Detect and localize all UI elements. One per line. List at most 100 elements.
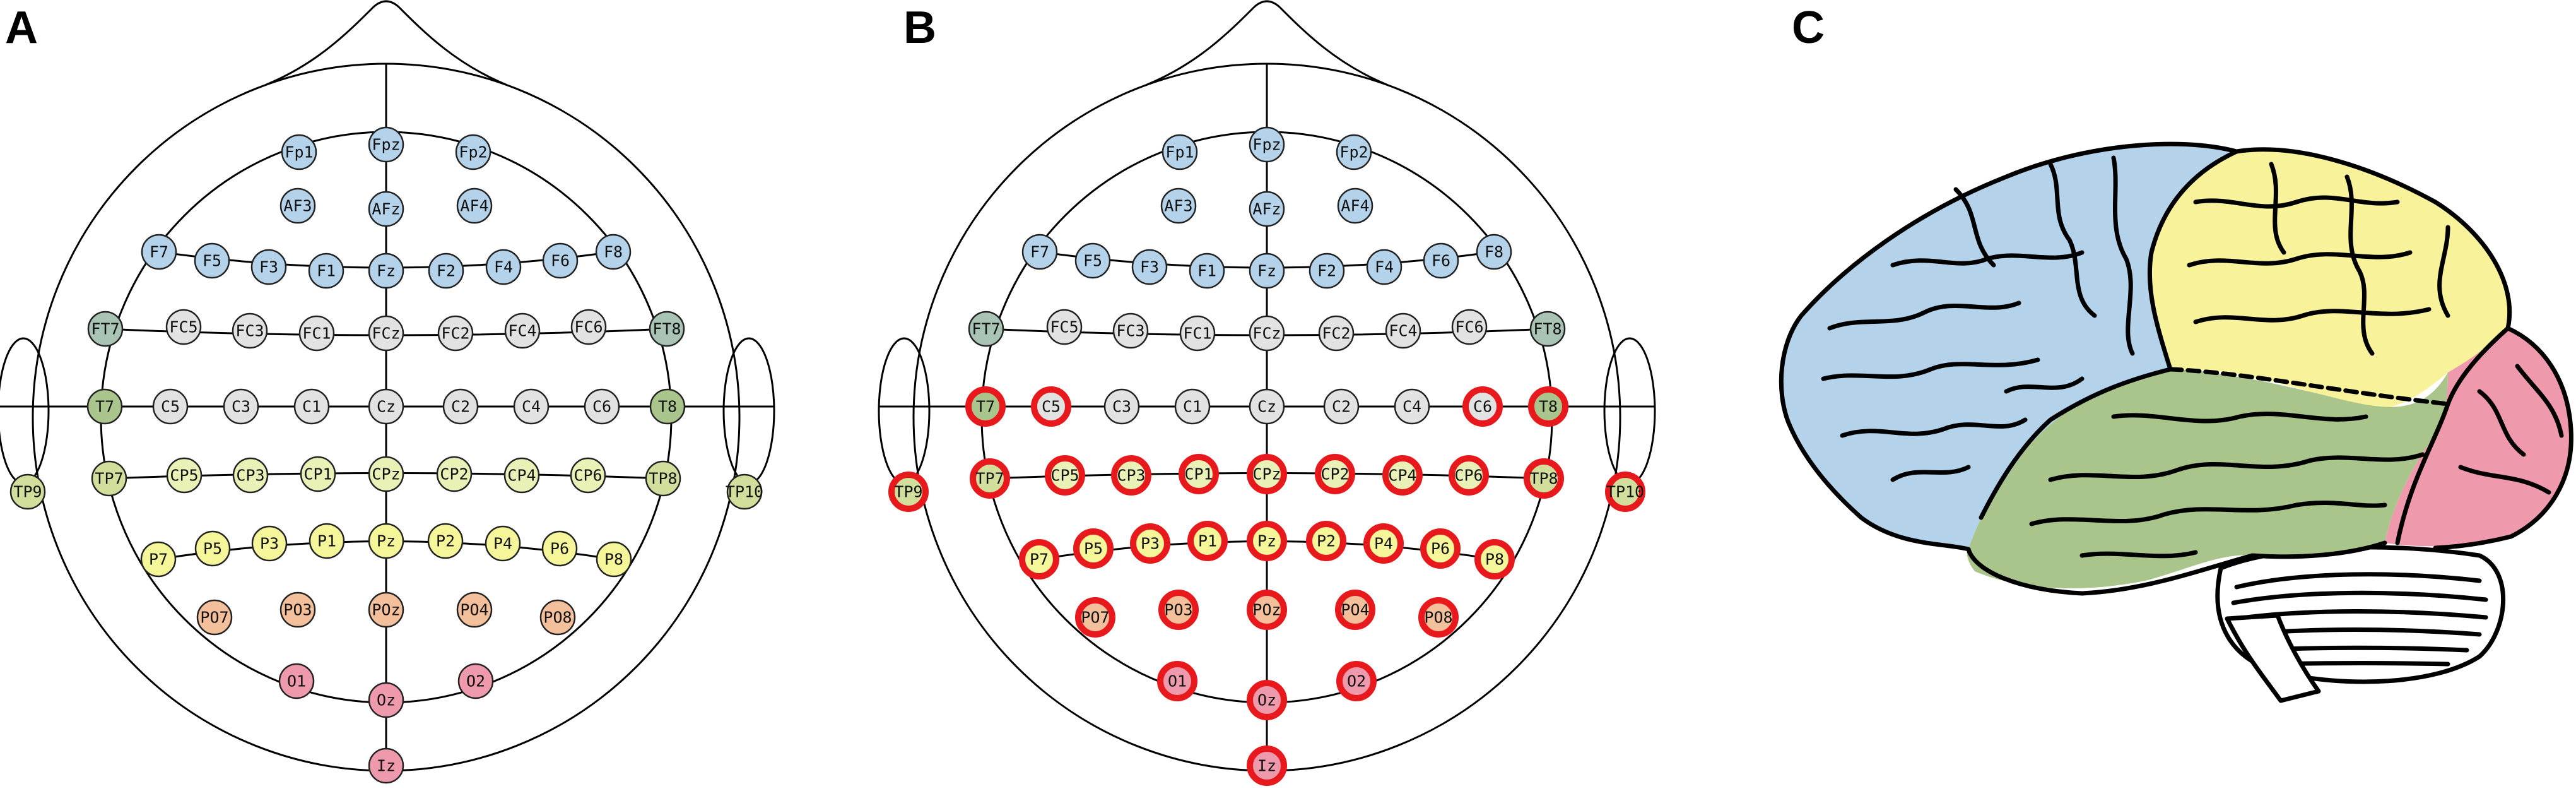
- electrode-marker: [309, 523, 345, 559]
- electrode-label: TP8: [649, 470, 677, 488]
- electrode-label: O2: [466, 672, 485, 691]
- electrode-marker: [649, 311, 685, 347]
- electrode-marker: [968, 311, 1004, 347]
- electrode-label: FC6: [574, 318, 603, 336]
- electrode-marker: [1075, 597, 1115, 638]
- electrode-marker: [232, 312, 268, 349]
- electrode-marker: [368, 591, 404, 628]
- electrode-label: F4: [494, 258, 513, 276]
- electrode-label: AF3: [1164, 197, 1192, 215]
- electrode-marker: [1418, 597, 1459, 638]
- electrode-marker: [504, 312, 541, 349]
- electrode-label: CP1: [303, 465, 332, 484]
- electrode-marker: [368, 315, 404, 352]
- electrode-label: C6: [1473, 398, 1492, 416]
- electrode-cp2: CP2: [436, 456, 473, 492]
- electrode-marker: [368, 191, 404, 227]
- electrode-fc4: FC4: [504, 312, 541, 349]
- electrode-marker: [1247, 746, 1287, 786]
- electrode-marker: [1131, 249, 1168, 285]
- electrode-fc4: FC4: [1385, 312, 1421, 349]
- electrode-label: O1: [1168, 672, 1187, 691]
- electrode-cp3: CP3: [232, 457, 269, 494]
- electrode-c2: C2: [442, 388, 479, 425]
- electrode-marker: [1335, 590, 1375, 630]
- electrode-marker: [1179, 454, 1219, 494]
- electrode-marker: [427, 523, 464, 559]
- electrode-pz: Pz: [1247, 521, 1287, 561]
- electrode-label: CP4: [507, 466, 536, 485]
- electrode-label: C1: [1183, 398, 1202, 416]
- electrode-marker: [1046, 309, 1083, 345]
- electrode-f6: F6: [542, 242, 579, 279]
- electrode-label: P8: [1485, 550, 1504, 569]
- electrode-label: Cz: [1257, 398, 1276, 416]
- electrode-label: FC5: [1050, 318, 1078, 336]
- electrode-label: TP10: [1606, 483, 1644, 501]
- electrode-p1: P1: [1187, 521, 1228, 561]
- electrode-p5: P5: [1073, 528, 1114, 569]
- electrode-label: CP3: [1117, 466, 1145, 485]
- electrode-label: Fp2: [459, 143, 487, 162]
- electrode-label: TP9: [13, 483, 42, 501]
- electrode-label: PO4: [1341, 601, 1369, 619]
- electrode-f7: F7: [1021, 234, 1058, 270]
- nose: [266, 0, 507, 86]
- electrode-marker: [1306, 521, 1346, 561]
- electrode-label: PO7: [1081, 609, 1109, 627]
- electrode-p3: P3: [251, 525, 288, 562]
- electrode-label: F7: [1030, 243, 1049, 261]
- electrode-marker: [152, 388, 189, 425]
- electrode-f3: F3: [1131, 249, 1168, 285]
- electrode-cp3: CP3: [1111, 455, 1151, 496]
- electrode-marker: [298, 315, 335, 352]
- electrode-p4: P4: [485, 525, 521, 562]
- electrode-marker: [368, 523, 404, 559]
- electrode-o1: O1: [278, 663, 315, 699]
- electrode-label: FC4: [508, 322, 536, 340]
- electrode-label: Oz: [1257, 691, 1276, 710]
- electrode-label: C2: [451, 398, 470, 416]
- electrode-marker: [194, 242, 230, 279]
- electrode-label: P3: [1141, 535, 1160, 553]
- electrode-fc5: FC5: [165, 309, 202, 345]
- electrode-marker: [1315, 454, 1355, 494]
- electrode-label: P6: [550, 540, 569, 558]
- electrode-po8: PO8: [1418, 597, 1459, 638]
- electrode-label: Fpz: [372, 136, 400, 154]
- electrode-p7: P7: [1019, 539, 1059, 579]
- electrode-fc6: FC6: [570, 309, 607, 345]
- electrode-c6: C6: [1462, 386, 1503, 427]
- electrode-c2: C2: [1323, 388, 1360, 425]
- electrode-p2: P2: [1306, 521, 1346, 561]
- electrode-label: FT7: [972, 320, 1000, 338]
- electrode-marker: [542, 242, 579, 279]
- electrode-label: Fz: [377, 262, 396, 280]
- electrode-marker: [485, 249, 522, 285]
- electrode-p2: P2: [427, 523, 464, 559]
- electrode-f5: F5: [194, 242, 230, 279]
- electrode-po7: PO7: [196, 599, 233, 636]
- head-outline: [878, 0, 1656, 772]
- electrode-label: TP10: [726, 483, 763, 501]
- electrode-marker: [1247, 521, 1287, 561]
- electrode-iz: Iz: [368, 747, 404, 784]
- head-outline: [0, 0, 775, 772]
- electrode-cz: Cz: [368, 388, 404, 425]
- electrode-ft7: FT7: [87, 311, 124, 347]
- electrode-c1: C1: [1174, 388, 1211, 425]
- electrode-marker: [541, 530, 578, 567]
- electrode-marker: [1336, 661, 1377, 701]
- electrode-label: FCz: [1252, 324, 1281, 343]
- electrode-c4: C4: [1394, 388, 1430, 425]
- electrode-tp8: TP8: [1524, 458, 1564, 499]
- electrode-label: FT7: [91, 320, 119, 338]
- electrode-cp2: CP2: [1315, 454, 1355, 494]
- electrode-tp8: TP8: [645, 460, 681, 497]
- frontal-lobe: [1781, 144, 2237, 549]
- electrode-f8: F8: [1476, 234, 1512, 270]
- electrode-label: TP7: [95, 470, 123, 488]
- electrode-ft8: FT8: [649, 311, 685, 347]
- electrode-t8: T8: [649, 388, 686, 425]
